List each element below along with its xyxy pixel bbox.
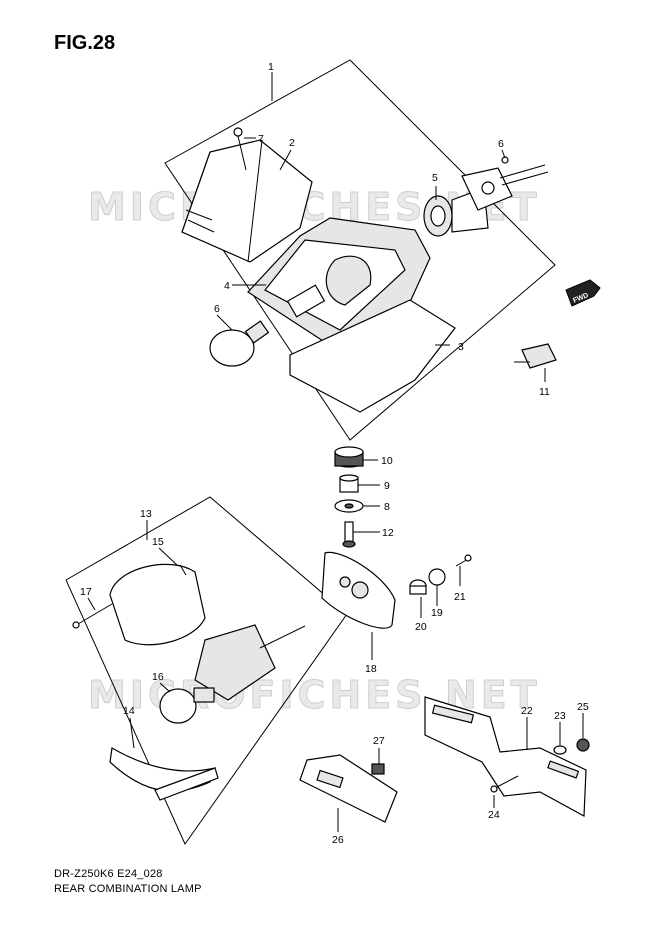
callout-12: 12 bbox=[382, 527, 394, 539]
callout-4: 4 bbox=[224, 280, 230, 292]
reflector-plate-18-part bbox=[321, 551, 396, 629]
screw-7-part bbox=[233, 127, 247, 171]
figure-title: FIG.28 bbox=[54, 32, 116, 54]
collar-9-part bbox=[339, 474, 359, 493]
clip-11-part bbox=[521, 343, 557, 369]
collar-20-part bbox=[409, 579, 427, 595]
callout-15: 15 bbox=[152, 536, 164, 548]
callout-10: 10 bbox=[381, 455, 393, 467]
screw-17-part bbox=[72, 603, 113, 629]
callout-26: 26 bbox=[332, 834, 344, 846]
callout-3: 3 bbox=[458, 341, 464, 353]
cushion-10-part bbox=[334, 446, 364, 468]
nut-25-part bbox=[576, 738, 590, 752]
bulb-6-part bbox=[209, 320, 270, 367]
footer-section-name: REAR COMBINATION LAMP bbox=[54, 883, 202, 895]
nut-27-part bbox=[371, 763, 385, 775]
callout-27: 27 bbox=[373, 735, 385, 747]
callout-6-top: 6 bbox=[498, 138, 504, 150]
lens-cover-part bbox=[181, 139, 313, 263]
reflector-14-tab bbox=[154, 767, 219, 801]
callout-22: 22 bbox=[521, 705, 533, 717]
reflex-reflector-26-part bbox=[299, 754, 398, 823]
callout-23: 23 bbox=[554, 710, 566, 722]
washer-23-part bbox=[553, 745, 567, 755]
assembly-frame-top bbox=[164, 59, 556, 441]
washer-19-part bbox=[428, 568, 446, 586]
callout-21: 21 bbox=[454, 591, 466, 603]
callout-16: 16 bbox=[152, 671, 164, 683]
grommet-6-part bbox=[461, 156, 549, 211]
lens-15-part bbox=[109, 563, 206, 646]
screw-21-part bbox=[455, 554, 472, 567]
callout-18: 18 bbox=[365, 663, 377, 675]
screw-12-part bbox=[342, 521, 356, 548]
callout-2: 2 bbox=[289, 137, 295, 149]
callout-9: 9 bbox=[384, 480, 390, 492]
footer-model-code: DR-Z250K6 E24_028 bbox=[54, 868, 163, 880]
callout-5: 5 bbox=[432, 172, 438, 184]
washer-8-part bbox=[334, 499, 364, 513]
lamp-base-part bbox=[247, 217, 431, 353]
bolt-24-part bbox=[490, 775, 519, 793]
callout-17: 17 bbox=[80, 586, 92, 598]
callout-1: 1 bbox=[268, 61, 274, 73]
socket-assembly-part bbox=[159, 624, 306, 724]
callout-11: 11 bbox=[539, 386, 550, 398]
callout-14: 14 bbox=[123, 705, 135, 717]
callout-6-bulb: 6 bbox=[214, 303, 220, 315]
callout-8: 8 bbox=[384, 501, 390, 513]
leader-lines bbox=[87, 72, 584, 832]
callout-24: 24 bbox=[488, 809, 500, 821]
bracket-22-part bbox=[424, 696, 587, 817]
forward-arrow-icon: FWD bbox=[565, 279, 601, 307]
callout-7: 7 bbox=[258, 133, 264, 145]
gasket-3-part bbox=[289, 299, 456, 413]
callout-20: 20 bbox=[415, 621, 427, 633]
callout-25: 25 bbox=[577, 701, 589, 713]
callout-13: 13 bbox=[140, 508, 152, 520]
callout-19: 19 bbox=[431, 607, 443, 619]
